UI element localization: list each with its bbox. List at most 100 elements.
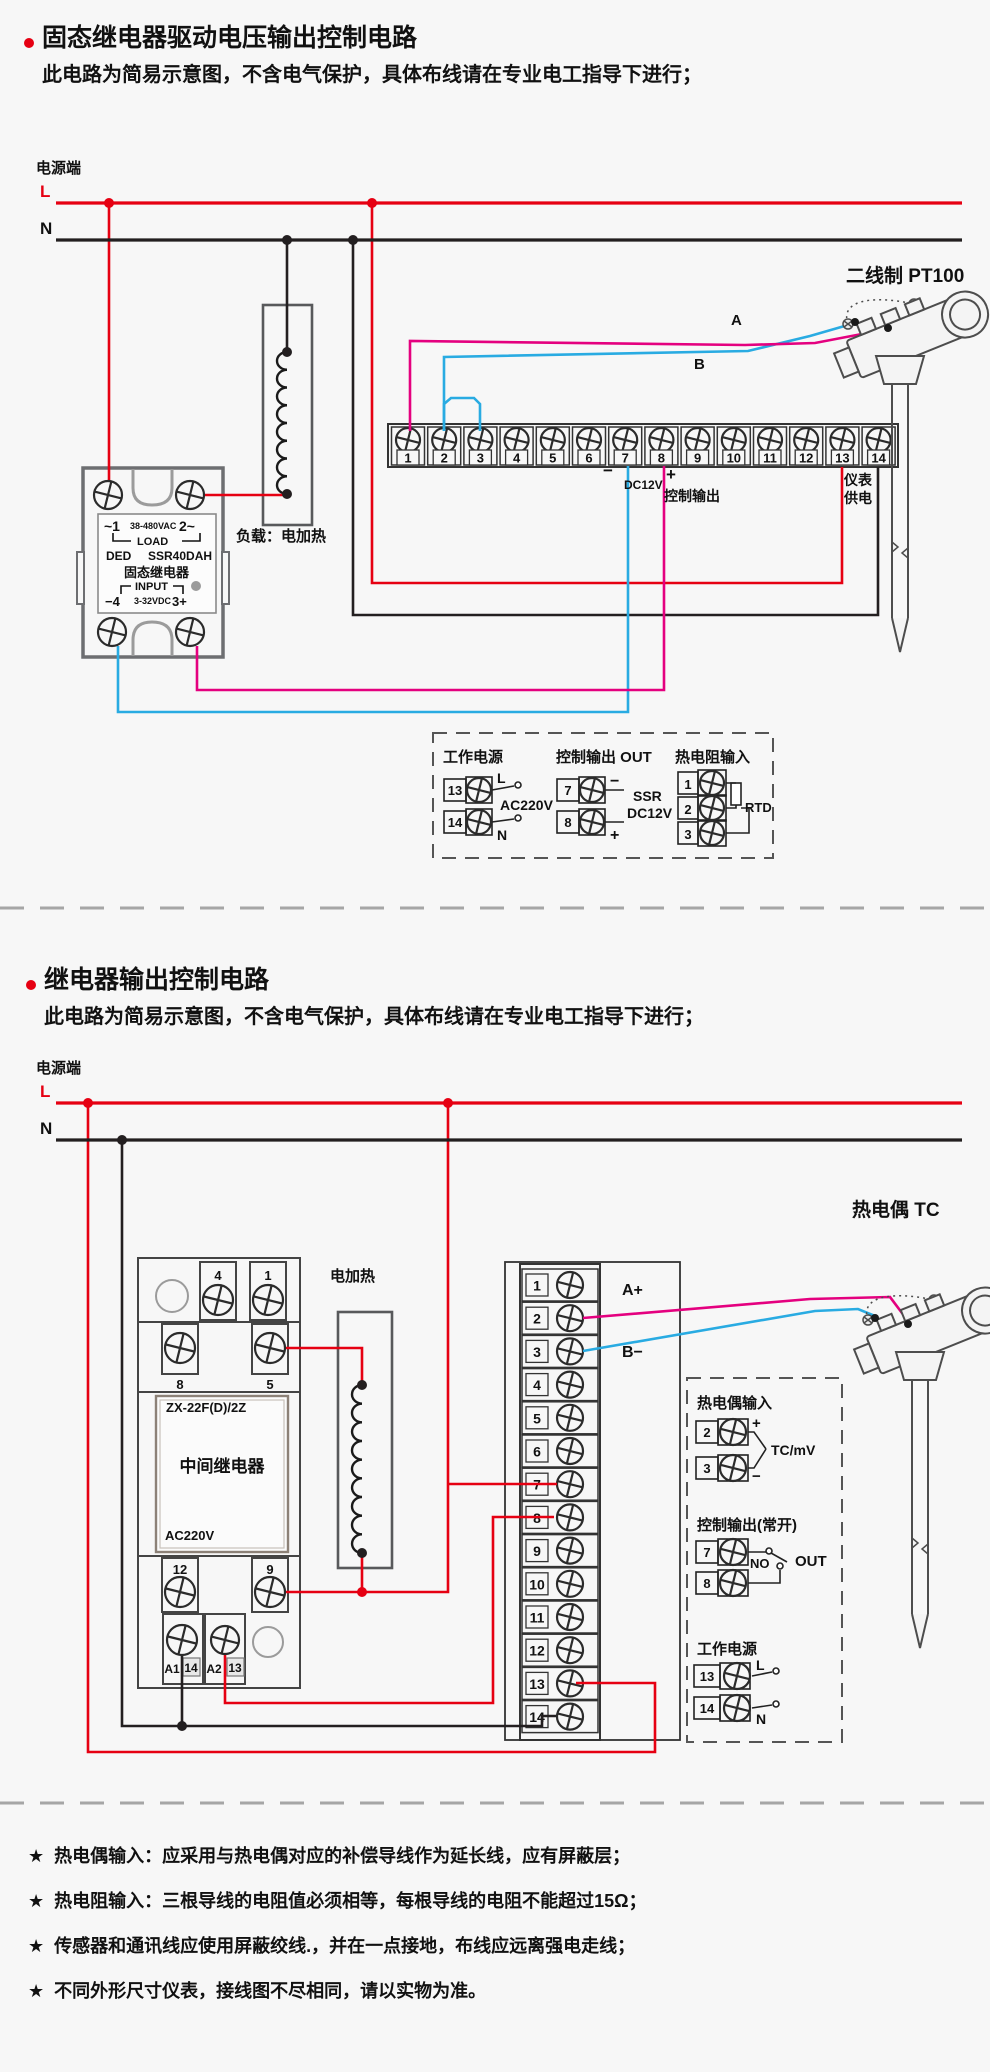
wire-terminal7-to-ssr-minus: [116, 466, 630, 714]
legend2-minus-label: −: [752, 1468, 761, 1485]
screw-terminal-icon: [648, 426, 675, 454]
strip1-terminal-number: 9: [694, 451, 701, 466]
screw-terminal-icon: [209, 1624, 241, 1656]
strip2-terminal-number: 5: [533, 1410, 541, 1426]
strip2-terminal-number: 10: [529, 1576, 545, 1592]
screw-terminal-icon: [718, 1417, 748, 1447]
screw-terminal-icon: [174, 616, 206, 648]
screw-terminal-icon: [555, 1337, 585, 1366]
screw-terminal-icon: [465, 776, 493, 804]
wire-a-label: A: [731, 312, 742, 329]
screw-terminal-icon: [92, 479, 124, 511]
screw-terminal-icon: [722, 1693, 752, 1723]
star-icon: ★: [28, 1936, 45, 1956]
legend2-terminal-number: 8: [703, 1576, 710, 1591]
strip2-terminal-number: 6: [533, 1444, 541, 1460]
section1-bullet-icon: [24, 38, 34, 48]
strip1-terminal-number: 12: [799, 451, 813, 466]
legend1-ssr-label: SSR: [633, 788, 662, 804]
screw-terminal-icon: [174, 479, 206, 511]
legend2-terminal-number: 13: [700, 1669, 714, 1684]
screw-terminal-icon: [718, 1568, 748, 1598]
strip1-terminal-number: 10: [727, 451, 741, 466]
legend2-plus-label: +: [752, 1415, 761, 1432]
strip2-terminal-number: 13: [529, 1676, 545, 1692]
ssr-terminal2-label: 2~: [179, 518, 195, 534]
tc-label: 热电偶 TC: [852, 1200, 940, 1221]
strip1-terminal-number: 2: [441, 451, 448, 466]
relay-model-label: ZX-22F(D)/2Z: [166, 1400, 246, 1415]
legend1-rtd-label: RTD: [745, 800, 772, 815]
ssr-input-label: INPUT: [135, 581, 168, 593]
heater-label-2: 电加热: [330, 1268, 376, 1285]
screw-terminal-icon: [555, 1569, 585, 1598]
junction-dot: [367, 198, 377, 208]
ssr-terminal1-label: ~1: [104, 518, 120, 534]
junction-dot: [443, 1098, 453, 1108]
relay-terminal-label: A1: [164, 1662, 180, 1676]
screw-terminal-icon: [698, 769, 726, 797]
legend2-out-label: OUT: [795, 1553, 827, 1570]
screw-terminal-icon: [503, 426, 530, 454]
relay-voltage-label: AC220V: [165, 1528, 214, 1543]
relay-terminal-label: 5: [266, 1377, 273, 1392]
wire-sensor-b: [442, 321, 856, 431]
screw-terminal-icon: [718, 1537, 748, 1567]
meter-supply-label-1: 仪表: [844, 472, 872, 488]
star-icon: ★: [28, 1981, 45, 2001]
screw-terminal-icon: [163, 1331, 197, 1365]
screw-terminal-icon: [253, 1331, 287, 1365]
strip2-terminal-number: 3: [533, 1344, 541, 1360]
screw-terminal-icon: [578, 808, 606, 836]
legend1-plus-label: +: [610, 827, 619, 844]
section2-title: 继电器输出控制电路: [44, 966, 270, 994]
ssr-terminal3-label: 3+: [172, 594, 187, 609]
legend2-signal-label: TC/mV: [771, 1442, 816, 1458]
power-source-label-1: 电源端: [36, 160, 82, 177]
dc12v-label: DC12V: [624, 478, 663, 492]
strip1-terminal-number: 6: [585, 451, 592, 466]
strip1-terminal-number: 5: [549, 451, 556, 466]
line-l-label-1: L: [40, 182, 51, 201]
line-l-label-2: L: [40, 1082, 51, 1101]
screw-terminal-icon: [253, 1575, 287, 1609]
junction-dot: [357, 1548, 367, 1558]
legend2-terminal-number: 3: [703, 1461, 710, 1476]
wire-terminal2-to-tc: [582, 1295, 910, 1322]
relay-terminal-label: 14: [184, 1661, 198, 1675]
pt100-label: 二线制 PT100: [846, 266, 965, 287]
heater-load-2: [336, 1310, 394, 1570]
screw-terminal-icon: [793, 426, 820, 454]
star-icon: ★: [28, 1846, 45, 1866]
wire-terminal8-to-ssr-plus: [195, 466, 666, 692]
screw-terminal-icon: [96, 616, 128, 648]
power-source-label-2: 电源端: [36, 1060, 82, 1077]
footnote-1: ★ 热电偶输入：应采用与热电偶对应的补偿导线作为延长线，应有屏蔽层；: [28, 1846, 631, 1866]
legend2-l-label: L: [756, 1657, 765, 1673]
legend1-power-title: 工作电源: [443, 748, 503, 766]
screw-terminal-icon: [251, 1283, 285, 1317]
wire-l-to-terminal13-2: [86, 1103, 657, 1754]
section1-subtitle: 此电路为简易示意图，不含电气保护，具体布线请在专业电工指导下进行；: [42, 64, 702, 86]
footnote-3: ★ 传感器和通讯线应使用屏蔽绞线.，并在一点接地，布线应远离强电走线；: [28, 1936, 636, 1956]
screw-terminal-icon: [698, 794, 726, 822]
wire-relay5-to-heater2: [285, 1346, 364, 1385]
star-icon: ★: [28, 1891, 45, 1911]
junction-dot: [282, 235, 292, 245]
junction-dot: [357, 1587, 367, 1597]
relay-terminal-label: 8: [176, 1377, 183, 1392]
legend1-l-label: L: [497, 770, 506, 786]
legend2-n-label: N: [756, 1711, 766, 1727]
legend1-dc-label: DC12V: [627, 805, 673, 821]
ssr-model-label: SSR40DAH: [148, 549, 212, 563]
a-plus-label: A+: [622, 1282, 643, 1299]
legend1-rtd-title: 热电阻输入: [675, 748, 750, 766]
screw-terminal-icon: [555, 1602, 585, 1632]
strip1-terminal-number: 1: [404, 451, 411, 466]
legend2-terminal-number: 2: [703, 1425, 710, 1440]
strip2-terminal-number: 12: [529, 1643, 545, 1659]
wire-sensor-a: [408, 327, 889, 431]
heater-coil-icon: [275, 350, 288, 496]
